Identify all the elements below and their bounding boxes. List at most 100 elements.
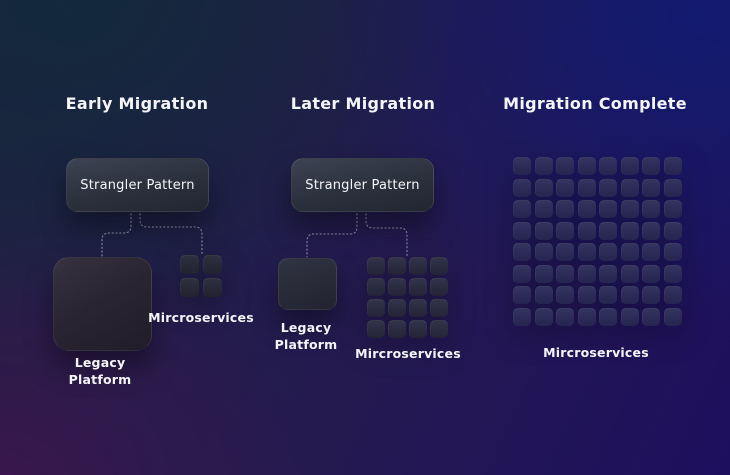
strangler-pattern-box-later: Strangler Pattern [291,158,434,212]
microservices-label-early: Mircroservices [148,310,254,325]
microservice-cell [409,320,427,338]
microservice-cell [577,307,596,326]
microservice-cell [556,243,574,261]
microservice-cell [663,243,682,261]
microservice-cell [577,157,596,175]
microservice-cell [642,157,660,175]
microservice-cell [620,243,639,261]
microservice-cell [642,178,660,197]
microservice-cell [367,299,385,317]
microservice-cell [556,307,574,326]
microservice-cell [620,286,639,304]
microservice-cell [556,178,574,197]
legacy-platform-label-early: Legacy Platform [68,355,132,387]
microservice-cell [513,157,531,175]
microservice-cell [409,278,427,296]
column-title-migration-complete: Migration Complete [503,94,687,113]
microservice-cell [367,320,385,338]
microservice-cell [534,307,553,326]
column-title-early-migration: Early Migration [65,94,209,113]
microservice-cell [513,178,531,197]
microservice-cell [642,286,660,304]
microservice-cell [642,307,660,326]
microservice-cell [642,264,660,283]
microservice-cell [534,221,553,240]
microservice-cell [642,243,660,261]
microservice-cell [663,221,682,240]
microservice-cell [388,278,406,296]
legacy-platform-box-later [278,258,337,310]
microservice-cell [513,307,531,326]
microservice-cell [388,320,406,338]
microservices-grid-complete [513,157,682,326]
microservice-cell [203,255,222,274]
microservice-cell [620,200,639,218]
microservice-cell [513,286,531,304]
microservice-cell [367,257,385,275]
microservice-cell [620,307,639,326]
microservice-cell [663,286,682,304]
connector-early-strangler-to-legacy [101,209,132,257]
microservice-cell [534,264,553,283]
microservice-cell [577,221,596,240]
microservices-grid-early [180,255,222,297]
microservice-cell [577,200,596,218]
microservice-cell [203,278,222,297]
microservice-cell [642,200,660,218]
microservices-grid-later [367,257,448,338]
microservice-cell [577,243,596,261]
microservice-cell [599,221,617,240]
microservice-cell [577,178,596,197]
strangler-pattern-label: Strangler Pattern [80,177,195,193]
microservice-cell [556,286,574,304]
microservice-cell [620,264,639,283]
legacy-platform-label-later: Legacy Platform [274,320,338,352]
microservice-cell [409,257,427,275]
microservice-cell [599,307,617,326]
microservice-cell [430,320,448,338]
microservice-cell [663,200,682,218]
microservice-cell [599,200,617,218]
connector-early-strangler-to-microservices [139,209,203,255]
microservices-label-complete: Mircroservices [543,345,649,360]
strangler-pattern-label: Strangler Pattern [305,177,420,193]
microservice-cell [180,278,199,297]
microservice-cell [534,286,553,304]
microservice-cell [388,257,406,275]
microservice-cell [367,278,385,296]
connector-later-strangler-to-legacy [306,209,358,258]
connector-later-strangler-to-microservices [365,209,408,257]
microservice-cell [556,221,574,240]
microservice-cell [409,299,427,317]
microservice-cell [663,264,682,283]
microservice-cell [534,157,553,175]
microservice-cell [534,200,553,218]
microservice-cell [180,255,199,274]
microservice-cell [388,299,406,317]
microservice-cell [430,278,448,296]
microservice-cell [577,286,596,304]
microservice-cell [513,221,531,240]
microservice-cell [556,200,574,218]
microservice-cell [513,200,531,218]
microservice-cell [599,157,617,175]
strangler-pattern-box-early: Strangler Pattern [66,158,209,212]
microservice-cell [430,299,448,317]
microservice-cell [599,264,617,283]
microservice-cell [642,221,660,240]
microservice-cell [620,178,639,197]
microservice-cell [663,157,682,175]
microservices-label-later: Mircroservices [355,346,461,361]
microservice-cell [534,243,553,261]
legacy-platform-box-early [53,257,152,351]
microservice-cell [577,264,596,283]
microservice-cell [513,243,531,261]
microservice-cell [663,307,682,326]
microservice-cell [599,243,617,261]
microservice-cell [430,257,448,275]
microservice-cell [599,178,617,197]
microservice-cell [663,178,682,197]
column-title-later-migration: Later Migration [290,94,436,113]
microservice-cell [620,221,639,240]
